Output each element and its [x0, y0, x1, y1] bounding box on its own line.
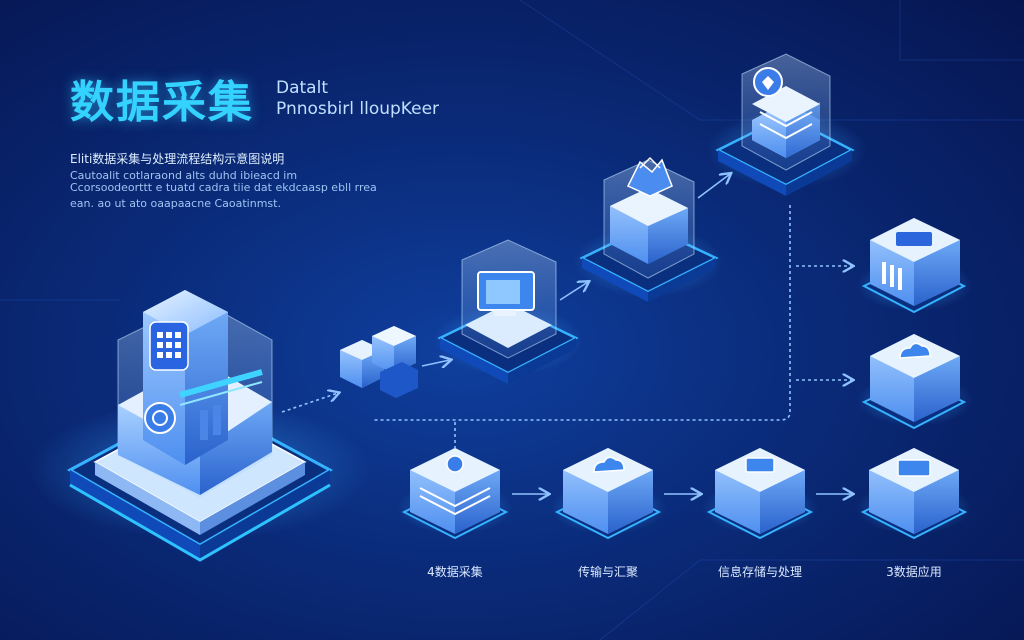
bottom-node-3[interactable]: [702, 448, 818, 540]
subtitle-line-1: Datalt: [276, 78, 328, 98]
ship-node[interactable]: [573, 156, 723, 302]
flow-connectors: [281, 174, 852, 494]
caption-node-1: 4数据采集: [427, 565, 483, 579]
cloud-icon: [899, 342, 931, 359]
data-packet-cubes: [340, 326, 418, 398]
description-line-4: ean. ao ut ato oaapaacne Caoatinmst.: [70, 197, 281, 210]
bottom-node-4[interactable]: [856, 448, 972, 540]
caption-node-2: 传输与汇聚: [577, 565, 638, 579]
cloud-node-right[interactable]: [856, 334, 972, 430]
caption-node-3: 信息存储与处理: [717, 565, 802, 579]
description-line-3: Ccorsoodeorttt e tuatd cadra tiie dat ek…: [70, 181, 377, 194]
monitor-icon: [477, 271, 535, 316]
description-line-1: Eliti数据采集与处理流程结构示意图说明: [70, 152, 285, 166]
page-title: 数据采集: [70, 77, 254, 128]
layers-icon: [419, 487, 491, 516]
target-icon: [144, 402, 176, 434]
subtitle-line-2: Pnnosbirl lloupKeer: [276, 99, 440, 119]
caption-node-4: 3数据应用: [886, 565, 942, 579]
main-server-node[interactable]: [30, 290, 370, 562]
description-line-2: Cautoalit cotlaraond alts duhd ibieacd i…: [70, 169, 298, 182]
database-node-top[interactable]: [706, 53, 866, 196]
grid-panel-node[interactable]: [856, 218, 972, 314]
shield-icon: [753, 67, 783, 97]
bottom-node-1[interactable]: [397, 448, 513, 540]
server-keypad-icon: [149, 321, 189, 371]
database-stack-icon: [752, 86, 820, 158]
circuit-icon: [897, 459, 931, 477]
cloud-icon: [593, 456, 625, 473]
grid-panel-icon: [882, 232, 932, 290]
ship-icon: [626, 156, 673, 197]
bottom-node-2[interactable]: [550, 448, 666, 540]
chip-icon: [745, 457, 775, 473]
monitor-node[interactable]: [433, 239, 583, 384]
